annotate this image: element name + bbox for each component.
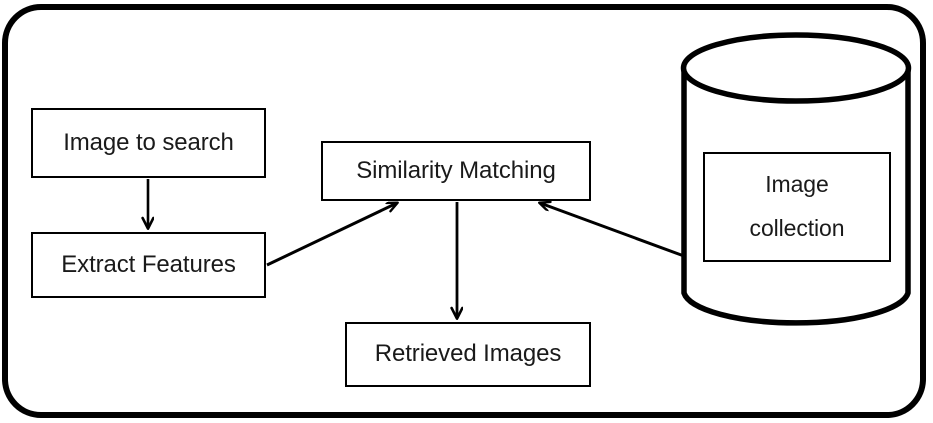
cylinder-image-database [680,32,912,326]
node-image-to-search-label: Image to search [63,128,234,156]
arrow-extract-to-matching [266,203,397,267]
node-similarity-matching[interactable]: Similarity Matching [321,141,591,201]
node-image-collection[interactable]: Image collection [703,152,891,262]
node-retrieved-images-label: Retrieved Images [374,340,562,368]
arrow-collection-to-matching [540,203,685,258]
node-retrieved-images[interactable]: Retrieved Images [345,322,591,387]
node-image-collection-label: Image collection [749,171,845,241]
outer-container-border [2,4,926,418]
cylinder-top-ellipse [680,32,912,104]
node-image-to-search[interactable]: Image to search [31,108,266,178]
node-similarity-matching-label: Similarity Matching [356,156,556,184]
node-extract-features[interactable]: Extract Features [31,232,266,298]
node-extract-features-label: Extract Features [61,250,236,278]
